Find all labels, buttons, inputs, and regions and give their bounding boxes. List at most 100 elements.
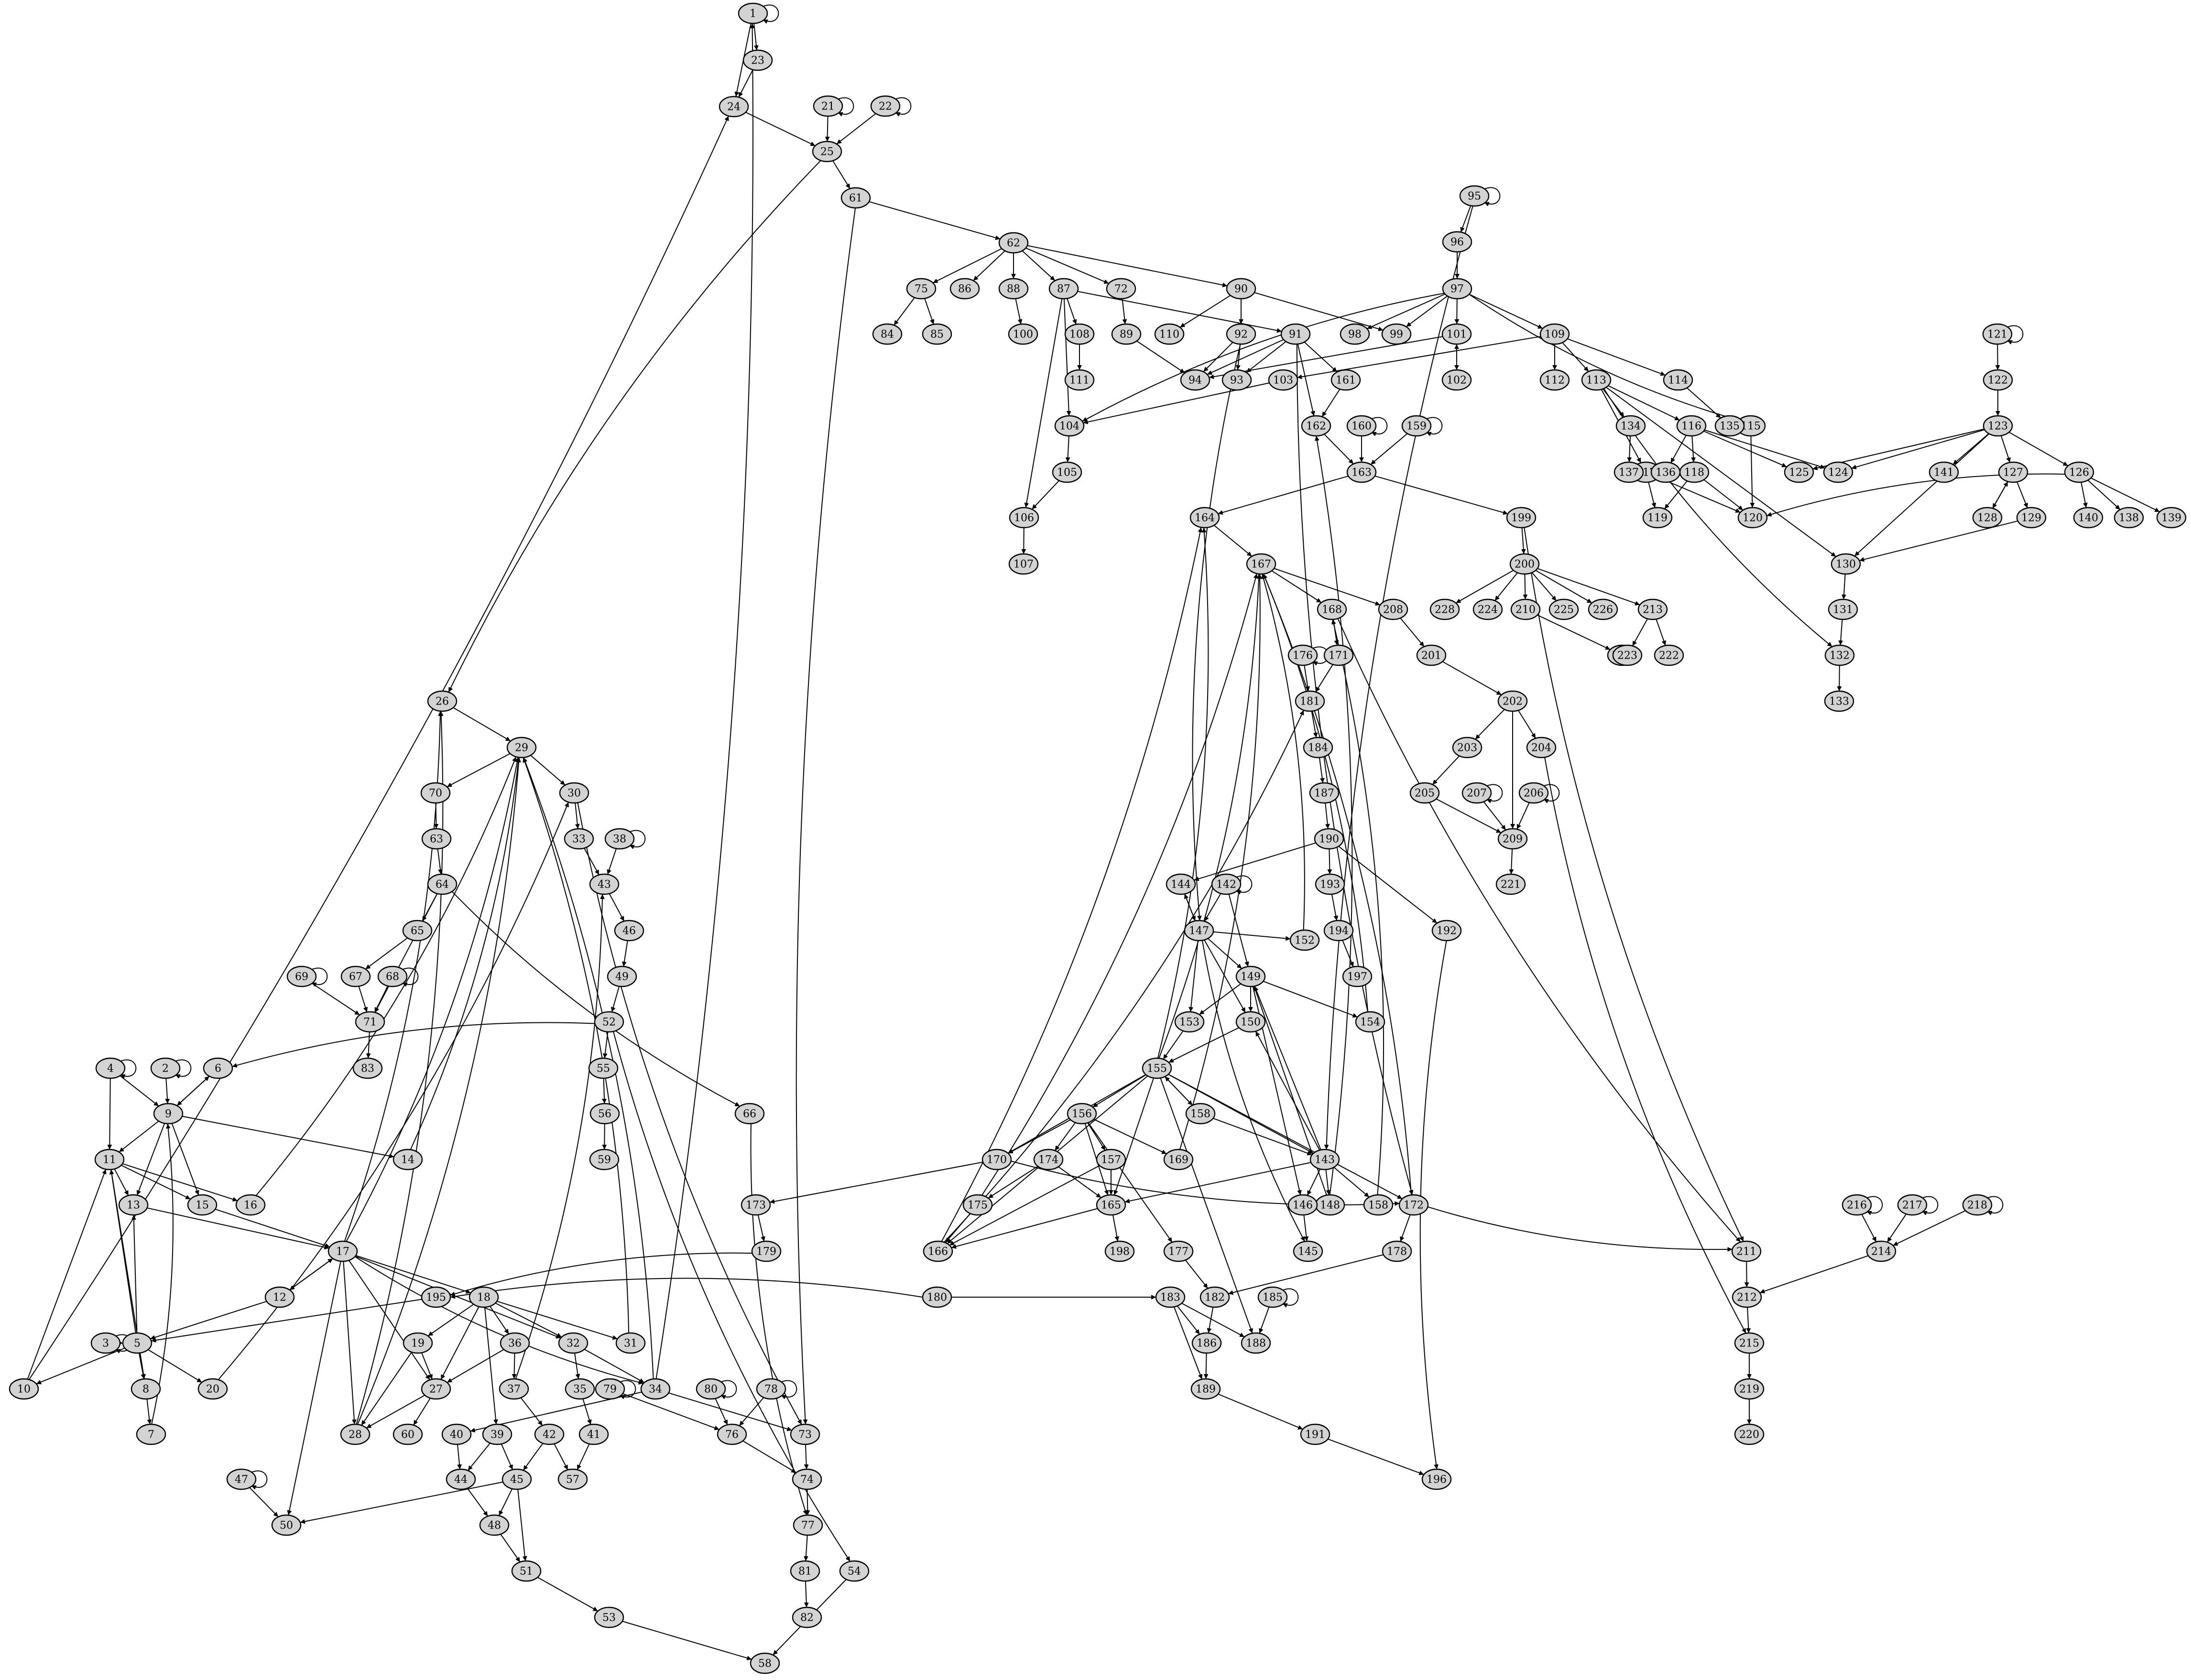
node-label: 89 (1120, 329, 1133, 341)
edge-208-to-201 (1400, 618, 1425, 646)
node-ellipse (1303, 737, 1333, 759)
node-ellipse (922, 323, 952, 345)
node-64: 64 (427, 873, 458, 895)
edge-147-to-150 (1204, 940, 1246, 1012)
node-ellipse (1378, 598, 1408, 620)
edge-25-to-26 (448, 160, 821, 692)
node-label: 128 (1977, 512, 1997, 524)
edge-5-to-11 (111, 1170, 136, 1333)
edge-21-to-25 (827, 116, 828, 141)
node-ellipse (565, 1378, 595, 1400)
node-ellipse (482, 1423, 512, 1445)
node-ellipse (2016, 507, 2047, 529)
edge-30-to-73 (577, 802, 802, 1424)
edge-27-to-28 (367, 1395, 425, 1429)
node-label: 40 (450, 1429, 463, 1441)
node-158: 158 (1363, 1194, 1394, 1216)
node-ellipse (604, 828, 635, 850)
edge-22-to-25 (837, 113, 876, 144)
edge-118-to-120 (1703, 479, 1743, 510)
node-label: 108 (1069, 329, 1090, 341)
node-113: 113 (1581, 369, 1612, 391)
edges-layer (27, 4, 2159, 1659)
node-label: 90 (1234, 283, 1248, 295)
node-176: 176 (1287, 644, 1318, 666)
node-ellipse (1581, 369, 1612, 391)
node-16: 16 (235, 1194, 266, 1216)
node-label: 203 (1457, 742, 1477, 754)
node-123: 123 (1983, 415, 2013, 437)
node-ellipse (94, 1149, 125, 1171)
node-132: 132 (1824, 644, 1855, 666)
node-223: 223 (1612, 644, 1643, 666)
edge-91-to-94 (1208, 339, 1284, 375)
node-205: 205 (1409, 782, 1440, 804)
edge-18-to-39 (484, 1307, 496, 1424)
node-199: 199 (1506, 507, 1537, 529)
node-label: 32 (567, 1338, 580, 1350)
node-label: 74 (800, 1474, 814, 1486)
edge-200-to-224 (1494, 572, 1518, 600)
node-label: 148 (1320, 1200, 1340, 1212)
node-154: 154 (1355, 1011, 1385, 1033)
node-215: 215 (1734, 1332, 1765, 1354)
node-label: 178 (1387, 1246, 1407, 1258)
node-ellipse (1831, 553, 1861, 575)
node-192: 192 (1431, 920, 1462, 942)
node-150: 150 (1235, 1011, 1266, 1033)
node-ellipse (122, 1332, 153, 1354)
node-61: 61 (840, 187, 871, 209)
edge-17-to-27 (349, 1260, 430, 1379)
node-ellipse (95, 1057, 126, 1079)
node-76: 76 (717, 1423, 747, 1445)
node-label: 39 (491, 1429, 504, 1441)
node-ellipse (1330, 369, 1361, 391)
node-label: 68 (386, 971, 399, 983)
node-ellipse (1185, 1103, 1216, 1125)
edge-134-to-137 (1629, 435, 1630, 462)
edge-32-to-35 (574, 1353, 578, 1378)
node-116: 116 (1676, 415, 1707, 437)
node-ellipse (421, 1286, 451, 1308)
node-ellipse (1342, 965, 1373, 987)
node-label: 146 (1293, 1200, 1313, 1212)
edge-128-to-127 (1992, 482, 2008, 509)
node-ellipse (1416, 644, 1447, 666)
node-ellipse (594, 1011, 624, 1033)
edge-150-to-155 (1169, 1027, 1239, 1063)
node-label: 153 (1179, 1017, 1199, 1029)
node-ellipse (1459, 185, 1490, 207)
node-label: 222 (1659, 650, 1679, 662)
node-label: 165 (1101, 1200, 1121, 1212)
node-label: 28 (349, 1429, 362, 1441)
edge-15-to-17 (215, 1209, 329, 1247)
self-loop-185 (1282, 1288, 1299, 1305)
node-14: 14 (392, 1149, 423, 1171)
node-ellipse (235, 1194, 266, 1216)
node-label: 48 (488, 1520, 501, 1532)
self-loop-47 (251, 1470, 268, 1487)
node-label: 114 (1668, 375, 1688, 387)
node-label: 20 (206, 1384, 219, 1396)
node-164: 164 (1189, 507, 1220, 529)
node-label: 103 (1273, 375, 1293, 387)
node-129: 129 (2016, 507, 2047, 529)
node-201: 201 (1416, 644, 1447, 666)
edge-117-to-120 (1658, 477, 1740, 512)
node-ellipse (1008, 553, 1039, 575)
node-label: 43 (598, 879, 611, 891)
node-48: 48 (479, 1514, 510, 1536)
edge-175-to-167 (981, 574, 1257, 1196)
node-label: 104 (1059, 421, 1079, 433)
edge-200-to-213 (1537, 568, 1640, 605)
node-label: 24 (727, 101, 741, 113)
node-label: 188 (1246, 1338, 1266, 1350)
node-ellipse (790, 1423, 820, 1445)
edge-76-to-74 (742, 1440, 796, 1473)
edge-90-to-110 (1180, 295, 1231, 328)
node-162: 162 (1301, 415, 1331, 437)
edge-8-to-7 (146, 1398, 150, 1424)
edge-207-to-209 (1483, 801, 1506, 829)
node-ellipse (588, 1057, 619, 1079)
node-label: 183 (1160, 1292, 1180, 1304)
